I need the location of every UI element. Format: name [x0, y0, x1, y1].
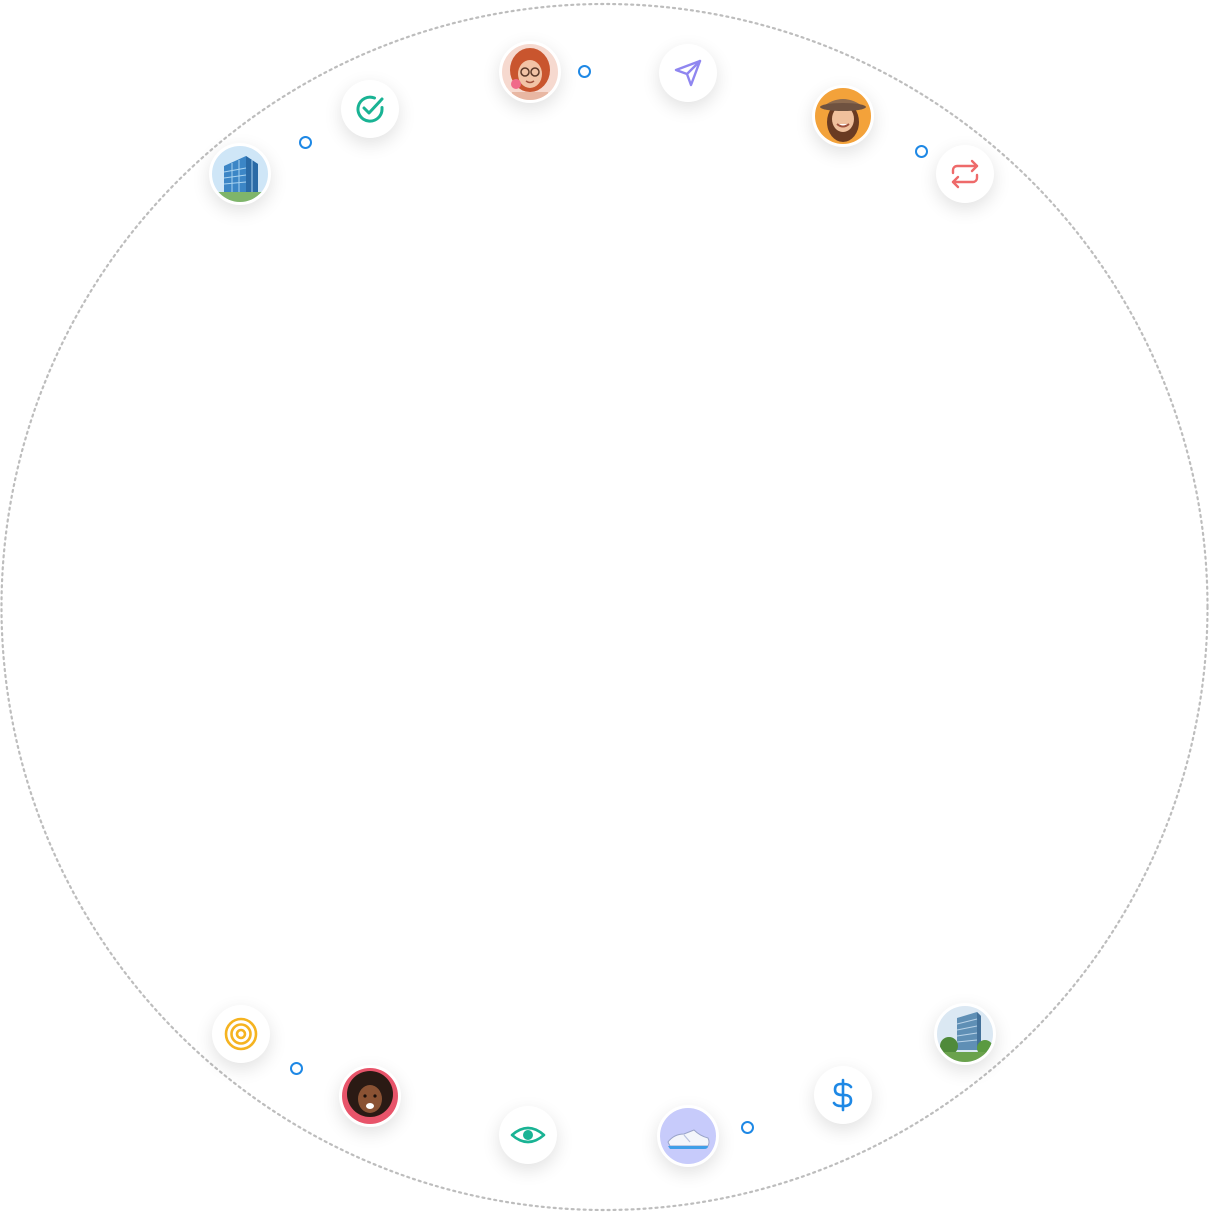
- office-building-glass[interactable]: [209, 143, 271, 205]
- office-building-glass-icon: [212, 146, 268, 202]
- eye-node[interactable]: [499, 1106, 557, 1164]
- sneaker-product-icon: [660, 1108, 716, 1164]
- repeat-node[interactable]: [936, 145, 994, 203]
- connector-dot: [299, 136, 312, 149]
- check-circle-node[interactable]: [341, 80, 399, 138]
- avatar-curly-hair-woman[interactable]: [339, 1065, 401, 1127]
- avatar-woman-hat-icon: [815, 88, 871, 144]
- connector-dot: [915, 145, 928, 158]
- target-node[interactable]: [212, 1005, 270, 1063]
- avatar-woman-hat[interactable]: [812, 85, 874, 147]
- connector-dot: [290, 1062, 303, 1075]
- check-circle-icon: [356, 95, 384, 123]
- connector-dot: [578, 65, 591, 78]
- dollar-node[interactable]: [814, 1066, 872, 1124]
- connector-dot: [741, 1121, 754, 1134]
- dollar-icon: [832, 1078, 853, 1112]
- target-icon: [224, 1017, 258, 1051]
- sneaker-product[interactable]: [657, 1105, 719, 1167]
- eye-icon: [510, 1126, 546, 1144]
- repeat-icon: [951, 159, 979, 189]
- send-arrow-node[interactable]: [659, 44, 717, 102]
- send-arrow-icon: [674, 59, 702, 87]
- avatar-curly-hair-icon: [342, 1068, 398, 1124]
- avatar-redhead-glasses[interactable]: [499, 41, 561, 103]
- office-building-trees[interactable]: [934, 1003, 996, 1065]
- avatar-redhead-icon: [502, 44, 558, 100]
- office-building-trees-icon: [937, 1006, 993, 1062]
